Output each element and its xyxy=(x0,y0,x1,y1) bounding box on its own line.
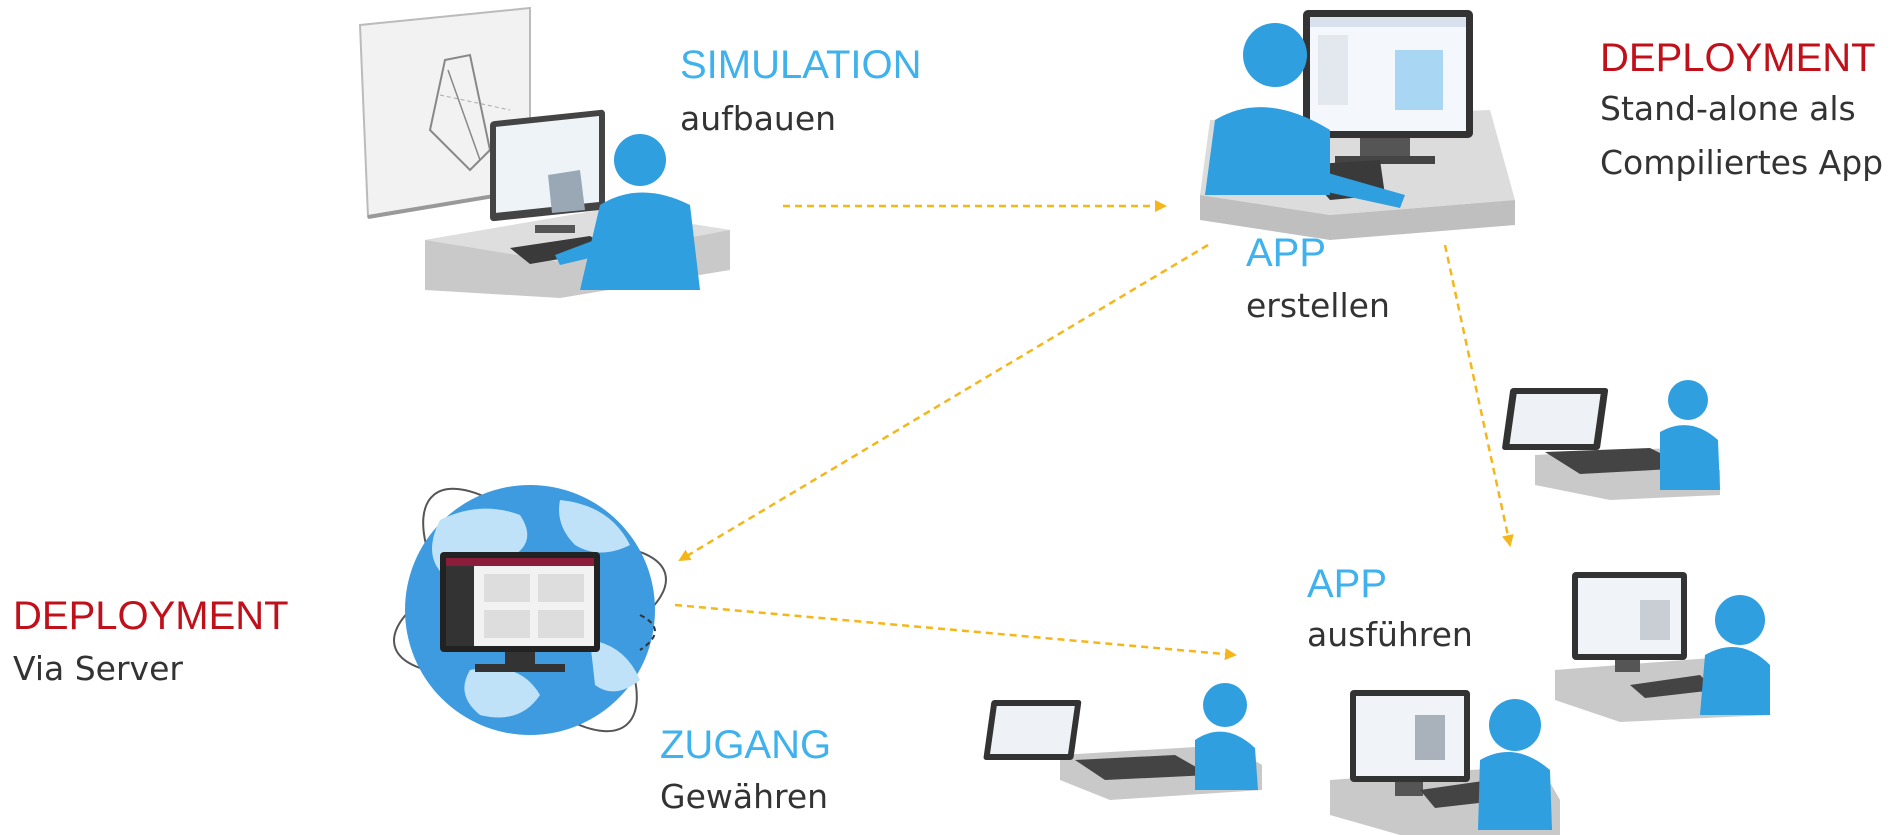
app-create-subtitle: erstellen xyxy=(1246,286,1390,325)
person-icon xyxy=(555,134,700,290)
globe-server xyxy=(393,485,667,735)
deploy-server-title: DEPLOYMENT xyxy=(13,594,289,638)
monitor-icon xyxy=(440,552,600,672)
laptop-user-right xyxy=(1502,380,1720,500)
app-run-title: APP xyxy=(1307,562,1388,606)
app-create-title: APP xyxy=(1246,231,1327,275)
arrow-app-to-run xyxy=(1443,244,1514,547)
person-icon xyxy=(1205,23,1405,208)
deploy-standalone-line2: Compiliertes App xyxy=(1600,143,1884,182)
simulation-subtitle: aufbauen xyxy=(680,99,837,138)
monitor-icon xyxy=(1303,10,1473,164)
person-icon xyxy=(1668,380,1708,420)
desktop-user-far-right xyxy=(1555,572,1770,722)
access-title: ZUGANG xyxy=(660,723,832,767)
app-run-subtitle: ausführen xyxy=(1307,615,1473,654)
access-subtitle: Gewähren xyxy=(660,777,829,816)
desktop-user-bottom xyxy=(1330,690,1560,835)
deploy-standalone-line1: Stand-alone als xyxy=(1600,89,1856,128)
person-icon xyxy=(1489,699,1541,751)
app-builder-workstation xyxy=(1200,10,1515,240)
deploy-standalone-title: DEPLOYMENT xyxy=(1600,36,1876,80)
simulation-title: SIMULATION xyxy=(680,43,922,87)
simulation-workstation xyxy=(358,6,730,298)
flow-arrows xyxy=(674,200,1514,661)
arrow-server-to-run xyxy=(674,603,1237,661)
monitor-icon xyxy=(490,109,605,233)
person-icon xyxy=(1715,595,1765,645)
arrow-app-to-server xyxy=(678,243,1209,562)
deploy-server-subtitle: Via Server xyxy=(13,649,183,688)
person-icon xyxy=(1203,683,1247,727)
laptop-user-center xyxy=(983,683,1262,800)
